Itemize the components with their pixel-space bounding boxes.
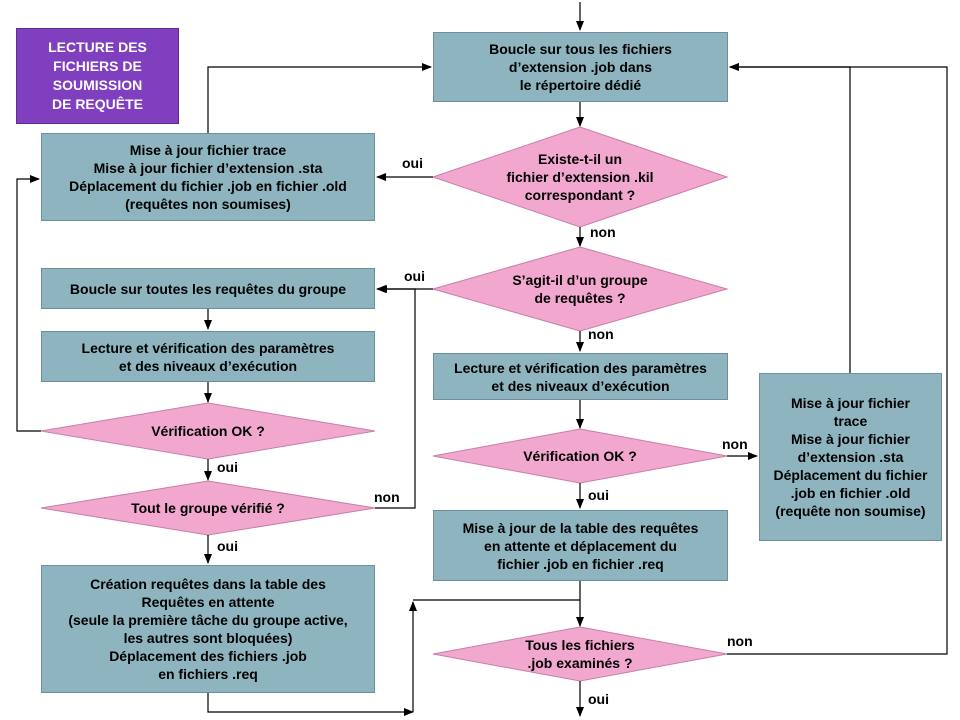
edge-group-checked-no: [375, 285, 416, 509]
box-line: Lecture et vérification des paramètres: [454, 359, 707, 376]
box-line: Mise à jour fichier d’extension .sta: [93, 160, 323, 176]
box-line: Déplacement des fichiers .job: [109, 648, 307, 664]
group-checked-diamond: [40, 480, 376, 536]
group-checked-no-label: non: [374, 489, 400, 505]
box-line: et des niveaux d’exécution: [118, 357, 298, 374]
title-line: LECTURE DES: [48, 39, 147, 55]
diagram-title: LECTURE DES FICHIERS DE SOUMISSION DE RE…: [16, 28, 179, 124]
box-line: Lecture et vérification des paramètres: [81, 339, 335, 356]
box-line: (requête non soumise): [775, 503, 926, 519]
kil-no-label: non: [590, 224, 616, 240]
check-right-yes-label: oui: [588, 487, 609, 503]
box-line: d’extension .sta: [797, 449, 904, 465]
box-line: (requêtes non soumises): [125, 196, 291, 212]
all-examined-diamond: [432, 626, 728, 682]
edge-create-to-merge: [207, 693, 414, 716]
kil-exists-diamond: [431, 126, 729, 228]
box-line: en attente et déplacement du: [484, 537, 677, 554]
examined-no-label: non: [727, 633, 753, 649]
box-line: Déplacement du fichier .job en fichier .…: [69, 178, 347, 194]
group-yes-label: oui: [404, 268, 425, 284]
check-right-no-label: non: [722, 436, 748, 452]
box-line: Déplacement du fichier: [773, 467, 928, 483]
box-line: d’extension .job dans: [508, 59, 653, 75]
box-line: en fichiers .req: [158, 666, 258, 682]
edge-check-left-fail: [16, 175, 41, 432]
box-line: Mise à jour de la table des requêtes: [462, 519, 699, 536]
box-line: Requêtes en attente: [141, 594, 275, 610]
loop-files-box: Boucle sur tous les fichiers d’extension…: [433, 32, 728, 102]
title-line: SOUMISSION: [52, 77, 143, 93]
is-group-diamond: [431, 246, 729, 332]
edge-examined-no: [727, 63, 948, 655]
check-left-yes-label: oui: [217, 459, 238, 475]
check-ok-left-diamond: [40, 402, 376, 460]
box-line: Création requêtes dans la table des: [90, 576, 326, 592]
box-line: Boucle sur toutes les requêtes du groupe: [69, 280, 347, 297]
box-line: Boucle sur tous les fichiers: [489, 41, 672, 57]
title-line: FICHIERS DE: [53, 58, 142, 74]
update-trace-top-box: Mise à jour fichier trace Mise à jour fi…: [41, 133, 375, 221]
box-line: Mise à jour fichier: [790, 431, 911, 447]
box-line: et des niveaux d’exécution: [491, 377, 670, 394]
box-line: trace: [833, 413, 868, 429]
box-line: Mise à jour fichier: [790, 395, 911, 411]
box-line: Mise à jour fichier trace: [129, 142, 287, 158]
update-table-box: Mise à jour de la table des requêtes en …: [433, 510, 728, 581]
edge-trace-top-to-loop: [207, 63, 432, 133]
kil-yes-label: oui: [402, 155, 423, 171]
read-check-left-box: Lecture et vérification des paramètres e…: [41, 331, 375, 382]
box-line: fichier .job en fichier .req: [497, 555, 664, 572]
loop-group-box: Boucle sur toutes les requêtes du groupe: [41, 268, 375, 309]
box-line: les autres sont bloquées): [123, 630, 293, 646]
update-trace-right-box: Mise à jour fichier trace Mise à jour fi…: [759, 373, 942, 541]
group-checked-yes-label: oui: [217, 538, 238, 554]
read-check-right-box: Lecture et vérification des paramètres e…: [433, 353, 728, 400]
create-requests-box: Création requêtes dans la table des Requ…: [41, 565, 375, 693]
examined-yes-label: oui: [588, 691, 609, 707]
title-line: DE REQUÊTE: [51, 96, 143, 112]
box-line: le répertoire dédié: [519, 77, 642, 93]
check-ok-right-diamond: [432, 428, 728, 484]
box-line: .job en fichier .old: [790, 485, 911, 501]
box-line: (seule la première tâche du groupe activ…: [68, 612, 348, 628]
edge-trace-right-to-loop: [729, 63, 851, 373]
group-no-label: non: [588, 326, 614, 342]
